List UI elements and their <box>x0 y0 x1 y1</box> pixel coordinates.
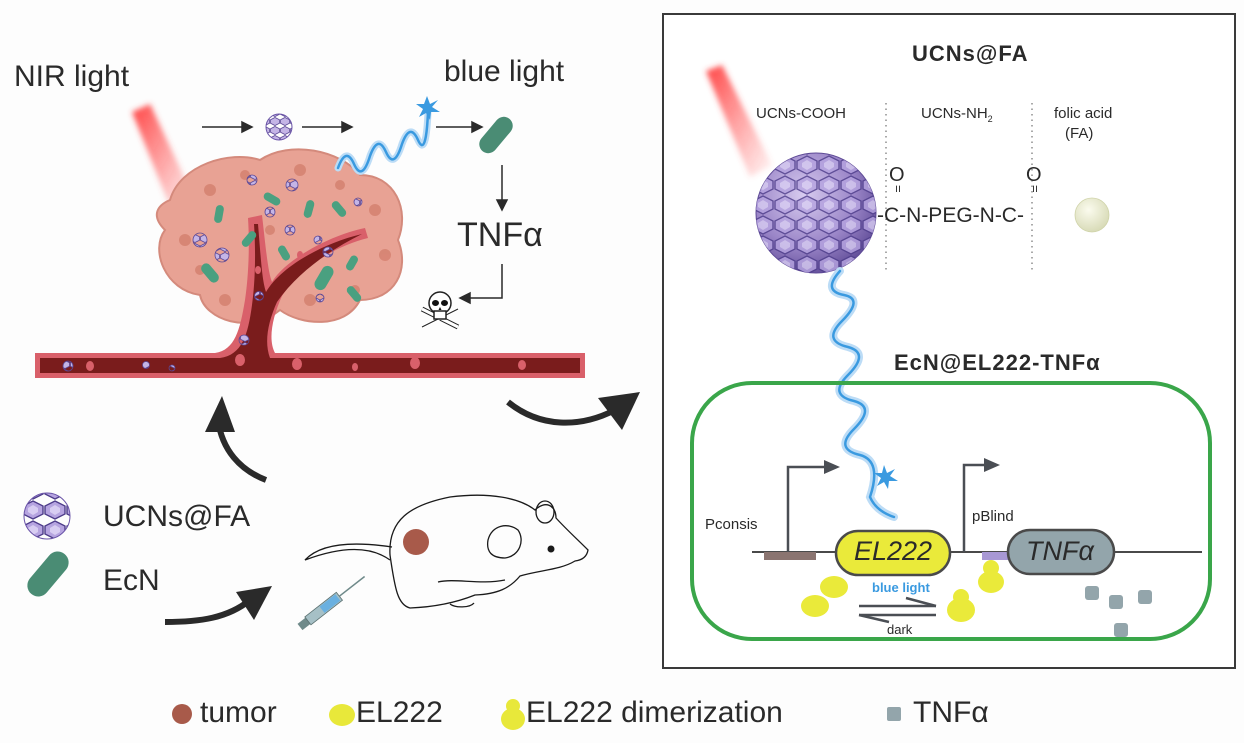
el222-dimers <box>947 560 1004 622</box>
tnf-swatch-icon <box>887 707 901 722</box>
el222-dimer-swatch-icon <box>501 699 525 731</box>
syringe-icon <box>297 575 366 631</box>
tumor-ecn-bacteria <box>201 192 362 302</box>
tnf-gene-label: TNFα <box>1026 536 1094 566</box>
el222-gene-box <box>834 529 952 577</box>
curved-arrow-to-mouse <box>164 586 272 625</box>
tumor-ucn-particles <box>192 174 363 303</box>
oxygen-label-1: O <box>889 164 905 186</box>
flow-arrows <box>202 120 509 305</box>
ucns-fa-panel: UCNs@FA UCNs-COOH UCNs-NH2 folic acid (F… <box>662 13 1236 669</box>
dark-condition-label: dark <box>887 622 913 637</box>
tnf-alpha-proteins <box>1085 586 1152 637</box>
double-bond-2: = <box>1028 185 1043 193</box>
curved-arrow-right <box>506 392 640 430</box>
ecn-cell-membrane <box>690 381 1212 641</box>
curved-arrow-up <box>205 396 268 483</box>
skull-crossbones-icon <box>420 291 460 330</box>
tnf-gene-box <box>1006 528 1116 576</box>
mouse-eye-icon <box>547 545 555 553</box>
peg-linker-chain: -C-N-PEG-N-C- <box>877 204 1024 227</box>
equilibrium-arrows <box>858 596 937 624</box>
pblind-label: pBlind <box>972 508 1014 525</box>
tumor-swatch-icon <box>172 704 192 725</box>
section-fa-abbr: (FA) <box>1065 125 1094 142</box>
legend-item-tumor: tumor <box>170 696 277 730</box>
legend-ucn-icon <box>23 492 71 540</box>
legend-item-el222: EL222 <box>328 696 443 730</box>
el222-swatch-icon <box>329 704 355 727</box>
promoter-arrow-1 <box>786 460 840 552</box>
tnf-alpha-label: TNFα <box>457 216 543 254</box>
section-ucns-cooh: UCNs-COOH <box>756 105 846 122</box>
ucns-fa-title: UCNs@FA <box>912 41 1029 66</box>
blue-light-wave-icon <box>334 96 440 175</box>
panel-blue-light-wave-icon <box>828 267 898 521</box>
pconsis-site <box>764 552 816 560</box>
pblind-site <box>982 552 1016 560</box>
folic-acid-sphere-icon <box>1074 197 1110 233</box>
panel-canvas <box>690 65 1212 641</box>
el222-gene-label: EL222 <box>854 536 933 566</box>
panel-nir-beam-icon <box>706 65 772 177</box>
panel-light-burst-icon <box>874 465 898 489</box>
blue-light-label: blue light <box>444 55 565 88</box>
ecn-el222-tnf-title: EcN@EL222-TNFα <box>894 350 1101 375</box>
legend-ecn-icon <box>27 551 69 597</box>
el222-monomers <box>801 576 848 617</box>
mouse-icon <box>304 494 589 609</box>
large-ucn-nanoparticle-icon <box>755 152 877 274</box>
bottom-legend: tumor EL222 EL222 dimerization TNFα <box>0 696 1244 736</box>
legend-ecn-label: EcN <box>103 564 160 597</box>
ucn-nanoparticle-icon <box>265 113 293 141</box>
blue-light-condition-label: blue light <box>872 580 930 595</box>
ecn-bacterium-icon <box>479 116 513 154</box>
legend-ucns-fa-label: UCNs@FA <box>103 500 251 533</box>
legend-item-tnf: TNFα <box>885 696 989 730</box>
mouse-tumor-icon <box>403 529 429 555</box>
double-bond-1: = <box>891 185 906 193</box>
light-burst-icon <box>416 96 440 120</box>
oxygen-label-2: O <box>1026 164 1042 186</box>
promoter-arrow-2 <box>962 458 1000 552</box>
legend-item-el222-dimer: EL222 dimerization <box>500 696 783 731</box>
blood-vessel-icon <box>35 215 585 378</box>
section-folic-acid: folic acid <box>1054 105 1113 122</box>
nir-light-label: NIR light <box>14 60 130 93</box>
section-ucns-nh2: UCNs-NH2 <box>921 105 993 124</box>
pconsis-label: Pconsis <box>705 516 758 533</box>
